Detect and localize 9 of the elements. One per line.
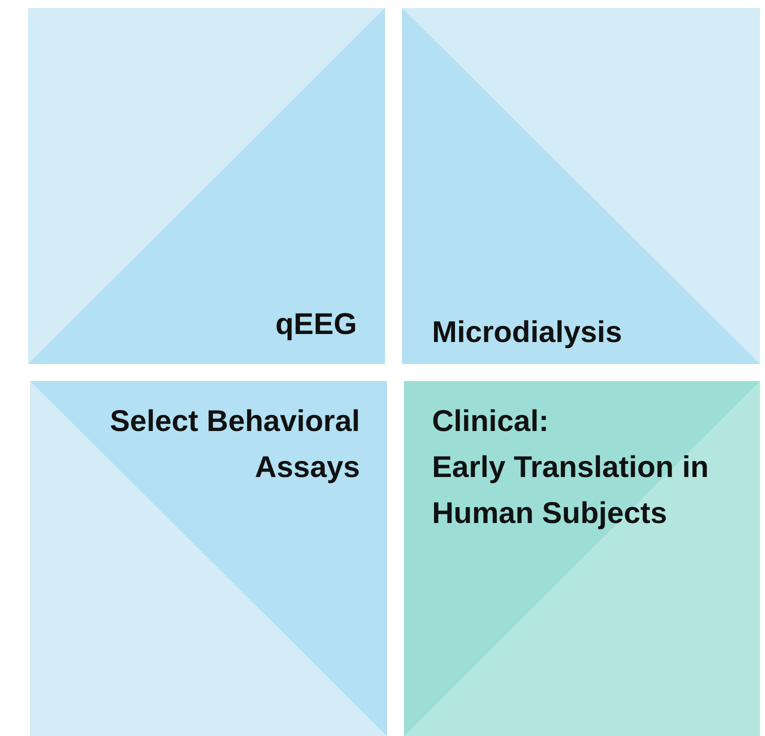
quadrant-panel	[28, 8, 385, 364]
panel-label: Microdialysis	[432, 315, 624, 351]
panel-label: Clinical:	[432, 404, 550, 440]
panel-label: Select Behavioral Assays	[108, 404, 360, 486]
quadrant-panel	[30, 381, 387, 736]
quadrant-panel	[402, 8, 760, 364]
panel-label: qEEG	[274, 307, 357, 343]
quadrant-panel	[404, 381, 760, 736]
panel-label: Early Translation in Human Subjects	[432, 450, 710, 532]
